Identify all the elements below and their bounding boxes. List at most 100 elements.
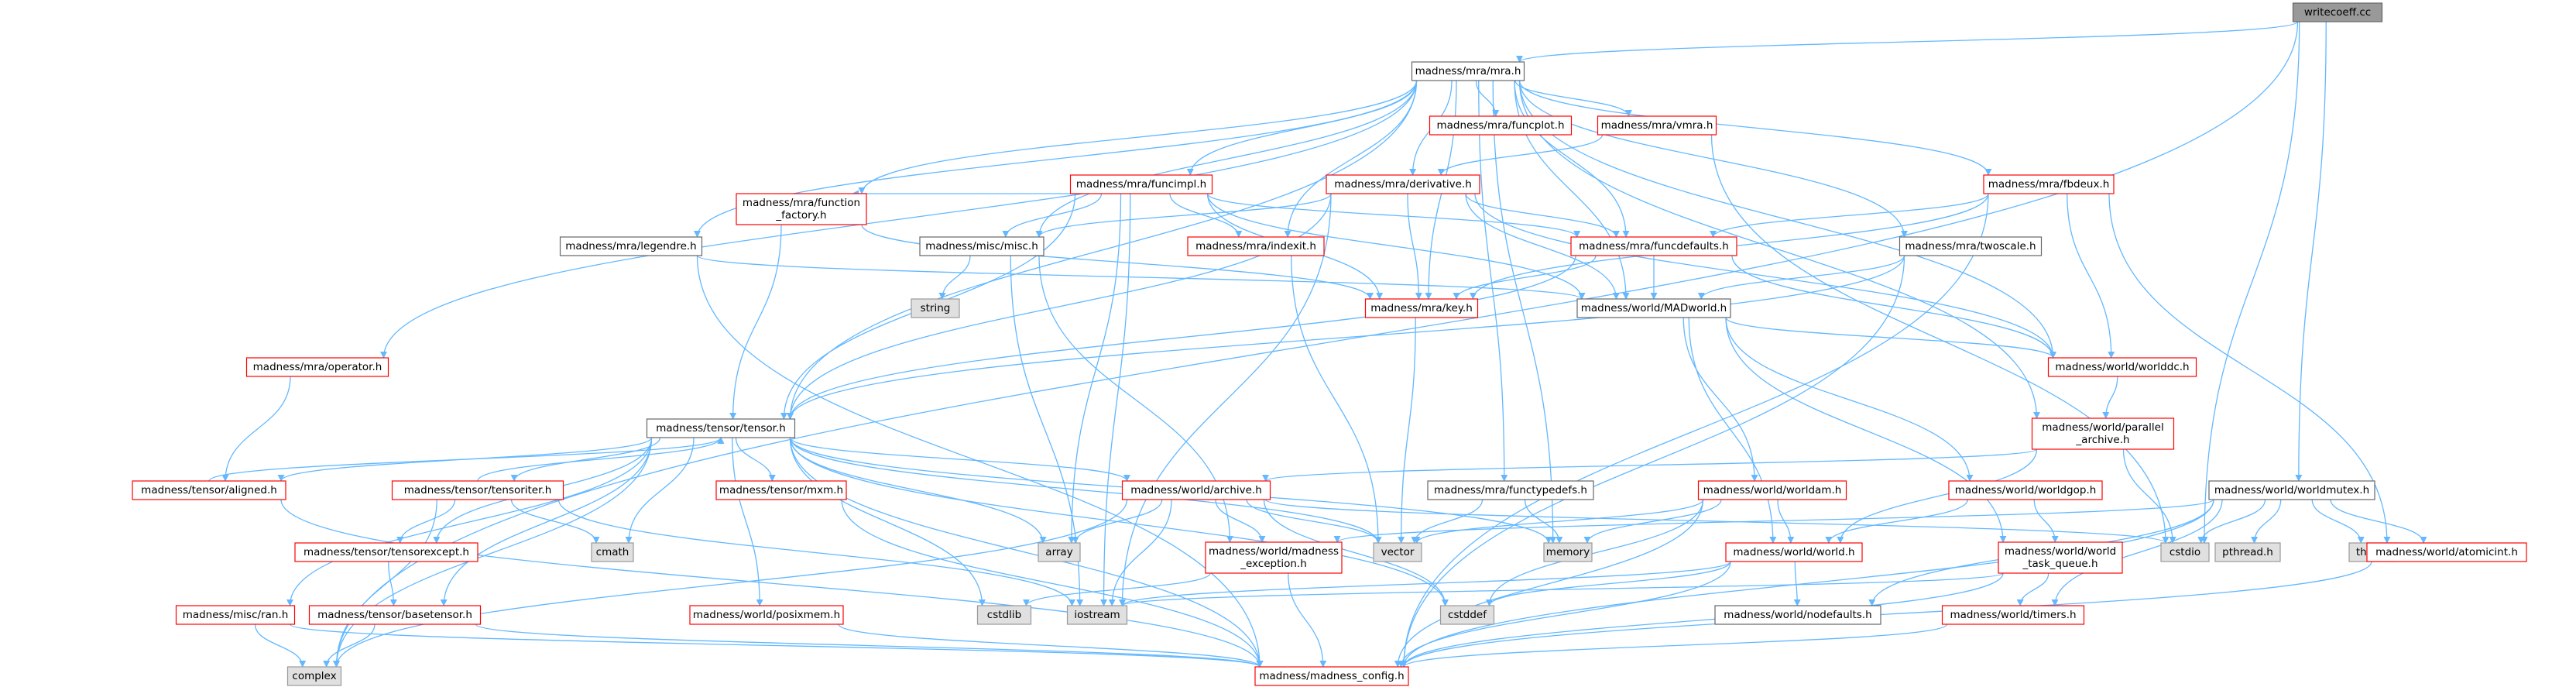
node-array[interactable]: array xyxy=(1038,542,1081,562)
node-worldgop[interactable]: madness/world/worldgop.h xyxy=(1948,480,2103,500)
node-aligned[interactable]: madness/tensor/aligned.h xyxy=(132,480,286,500)
node-cmath[interactable]: cmath xyxy=(591,542,634,562)
node-label: madness/world/worlddc.h xyxy=(2055,361,2189,373)
node-worldam[interactable]: madness/world/worldam.h xyxy=(1697,480,1847,500)
edge-vmra-to-cstdio xyxy=(1710,134,2170,544)
edge-worldam-to-vector xyxy=(1413,499,1704,544)
node-misc[interactable]: madness/misc/misc.h xyxy=(919,236,1044,256)
node-vmra[interactable]: madness/mra/vmra.h xyxy=(1597,115,1717,136)
edge-tensor-to-archive xyxy=(789,437,1130,482)
node-basetensor[interactable]: madness/tensor/basetensor.h xyxy=(308,605,482,625)
edge-tensor-to-madness_config xyxy=(789,437,1264,668)
node-tensorexcept[interactable]: madness/tensor/tensorexcept.h xyxy=(294,542,478,562)
node-twoscale[interactable]: madness/mra/twoscale.h xyxy=(1899,236,2043,256)
edge-ran-to-complex xyxy=(254,623,307,668)
node-cstdlib[interactable]: cstdlib xyxy=(976,605,1032,625)
node-cstdio[interactable]: cstdio xyxy=(2160,542,2210,562)
node-memory[interactable]: memory xyxy=(1543,542,1593,562)
node-box xyxy=(1411,61,1525,81)
node-world-task-queue[interactable]: madness/world/world_task_queue.h xyxy=(1998,541,2123,574)
node-root[interactable]: writecoeff.cc xyxy=(2292,2,2383,22)
node-mra[interactable]: madness/mra/mra.h xyxy=(1411,61,1525,81)
edge-tensor-to-mxm xyxy=(735,437,776,482)
edge-derivative-to-funcdefaults xyxy=(1465,193,1620,238)
node-label: madness/tensor/tensoriter.h xyxy=(404,484,552,496)
node-parallel-archive[interactable]: madness/world/parallel_archive.h xyxy=(2031,417,2175,450)
node-label: string xyxy=(921,302,951,314)
edge-root-to-cstdio xyxy=(2200,21,2300,544)
node-function-factory[interactable]: madness/mra/function_factory.h xyxy=(736,193,867,225)
node-box xyxy=(1697,480,1847,500)
node-label: madness/tensor/aligned.h xyxy=(141,484,277,496)
node-mxm[interactable]: madness/tensor/mxm.h xyxy=(715,480,847,500)
node-iostream[interactable]: iostream xyxy=(1066,605,1128,625)
node-label: pthread.h xyxy=(2222,546,2273,558)
edge-fbdeux-to-madness_config xyxy=(1400,193,1989,668)
node-label: madness/world/timers.h xyxy=(1950,609,2076,621)
node-nodefaults[interactable]: madness/world/nodefaults.h xyxy=(1714,605,1881,625)
node-madworld[interactable]: madness/world/MADworld.h xyxy=(1576,298,1731,318)
node-box xyxy=(132,480,286,500)
edge-archive-to-vector xyxy=(1246,499,1382,544)
node-funcdefaults[interactable]: madness/mra/funcdefaults.h xyxy=(1570,236,1737,256)
edge-tensoriter-to-complex xyxy=(332,499,437,668)
node-box xyxy=(736,193,867,225)
edge-parallel_archive-to-archive xyxy=(1262,448,2038,482)
node-box xyxy=(1941,605,2085,625)
edge-timers-to-madness_config xyxy=(1400,623,1948,668)
node-indexit[interactable]: madness/mra/indexit.h xyxy=(1187,236,1325,256)
node-pthread[interactable]: pthread.h xyxy=(2214,542,2281,562)
node-funcimpl[interactable]: madness/mra/funcimpl.h xyxy=(1069,174,1213,194)
node-fbdeux[interactable]: madness/mra/fbdeux.h xyxy=(1983,174,2115,194)
node-box xyxy=(1069,174,1213,194)
edge-funcimpl-to-iostream xyxy=(1100,193,1131,606)
node-string[interactable]: string xyxy=(911,298,960,318)
node-functypedefs[interactable]: madness/mra/functypedefs.h xyxy=(1427,480,1594,500)
edge-tensoriter-to-tensor xyxy=(477,437,725,482)
node-box xyxy=(559,236,703,256)
node-box xyxy=(1899,236,2043,256)
node-ran[interactable]: madness/misc/ran.h xyxy=(175,605,296,625)
edge-madness_exception-to-cstdlib xyxy=(1023,572,1211,606)
node-label: madness/madness_config.h xyxy=(1259,670,1404,682)
node-tensor[interactable]: madness/tensor/tensor.h xyxy=(646,418,796,438)
edge-ran-to-madness_config xyxy=(289,623,1264,668)
node-box xyxy=(911,298,960,318)
node-label: madness/tensor/mxm.h xyxy=(719,484,843,496)
node-legendre[interactable]: madness/mra/legendre.h xyxy=(559,236,703,256)
edge-mra-to-vmra xyxy=(1514,80,1632,117)
edge-tensoriter-to-tensorexcept xyxy=(396,499,456,544)
node-label: madness/world/nodefaults.h xyxy=(1724,609,1871,621)
node-madness-config[interactable]: madness/madness_config.h xyxy=(1254,666,1409,686)
edge-fbdeux-to-funcdefaults xyxy=(1710,193,1989,238)
node-label: madness/mra/funcplot.h xyxy=(1437,119,1565,132)
node-cstddef[interactable]: cstddef xyxy=(1439,605,1495,625)
node-worlddc[interactable]: madness/world/worlddc.h xyxy=(2047,357,2197,377)
node-operator[interactable]: madness/mra/operator.h xyxy=(245,357,389,377)
node-posixmem[interactable]: madness/world/posixmem.h xyxy=(689,605,844,625)
node-funcplot[interactable]: madness/mra/funcplot.h xyxy=(1429,115,1573,136)
node-derivative[interactable]: madness/mra/derivative.h xyxy=(1326,174,1480,194)
edge-legendre-to-madness_config xyxy=(696,255,1264,668)
node-timers[interactable]: madness/world/timers.h xyxy=(1941,605,2085,625)
node-label: cstdlib xyxy=(987,609,1021,621)
node-complex[interactable]: complex xyxy=(286,666,342,686)
edge-worldgop-to-world xyxy=(1825,499,1968,544)
node-worldmutex[interactable]: madness/world/worldmutex.h xyxy=(2208,480,2375,500)
node-box xyxy=(1254,666,1409,686)
node-atomicint[interactable]: madness/world/atomicint.h xyxy=(2366,542,2527,562)
node-vector[interactable]: vector xyxy=(1373,542,1422,562)
edge-tensor-to-cstdlib xyxy=(789,437,986,606)
edge-functypedefs-to-memory xyxy=(1524,499,1563,544)
edge-tensoriter-to-iostream xyxy=(557,499,1075,606)
node-key[interactable]: madness/mra/key.h xyxy=(1364,298,1479,318)
node-tensoriter[interactable]: madness/tensor/tensoriter.h xyxy=(391,480,564,500)
node-madness-exception[interactable]: madness/world/madness_exception.h xyxy=(1205,541,1343,574)
node-archive[interactable]: madness/world/archive.h xyxy=(1121,480,1271,500)
edge-archive-to-array xyxy=(1072,499,1163,544)
node-world[interactable]: madness/world/world.h xyxy=(1725,542,1863,562)
edge-world_task_queue-to-timers xyxy=(2016,572,2049,606)
edge-funcimpl-to-indexit xyxy=(1169,193,1243,238)
edge-funcimpl-to-madworld xyxy=(1206,193,1586,300)
